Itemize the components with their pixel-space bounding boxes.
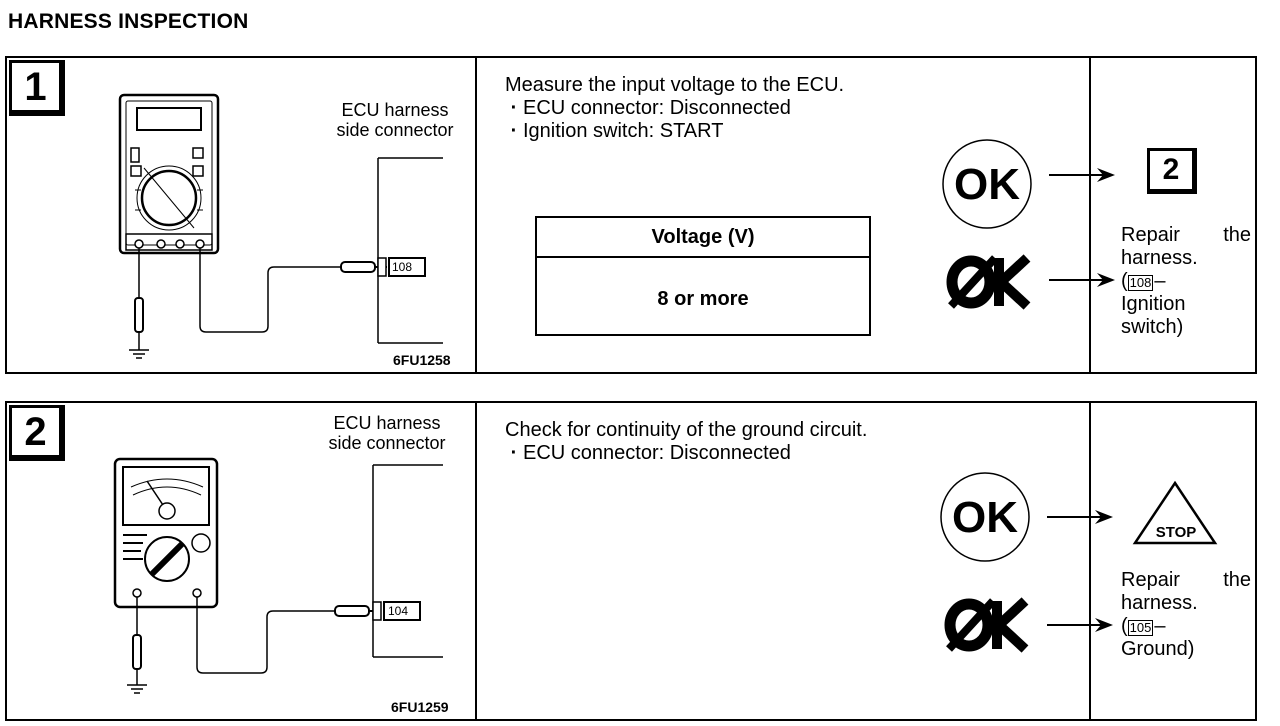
ok-icon: OK — [940, 472, 1030, 562]
bullet-item: Ignition switch: START — [505, 120, 885, 143]
step-number: 2 — [9, 405, 65, 461]
step-1-procedure: Measure the input voltage to the ECU. EC… — [477, 58, 1115, 372]
figure-code: 6FU1258 — [393, 352, 451, 368]
instruction-heading: Check for continuity of the ground circu… — [505, 419, 868, 441]
ok-icon: OK — [942, 139, 1032, 229]
inspection-step-1: 1 — [5, 56, 1257, 374]
table-header: Voltage (V) — [537, 218, 869, 258]
step-number: 1 — [9, 60, 65, 116]
figure-code: 6FU1259 — [391, 699, 449, 715]
instruction-text: Measure the input voltage to the ECU. EC… — [505, 74, 885, 143]
digital-multimeter-diagram — [118, 93, 443, 359]
instruction-text: Check for continuity of the ground circu… — [505, 419, 885, 465]
step-2-procedure: Check for continuity of the ground circu… — [477, 403, 1113, 719]
arrow-right-icon — [1047, 618, 1113, 632]
table-value: 8 or more — [657, 288, 749, 310]
bullet-item: ECU connector: Disconnected — [505, 442, 885, 465]
harness-label: ECU harness side connector — [336, 100, 454, 140]
arrow-right-icon — [1047, 510, 1113, 524]
ng-icon — [946, 254, 1031, 310]
ok-label: OK — [952, 493, 1018, 542]
connector-badge: 105 — [1127, 620, 1154, 636]
ng-icon — [944, 597, 1029, 653]
step-2-figure: 2 — [7, 403, 477, 719]
ok-label: OK — [954, 160, 1020, 209]
page-title: HARNESS INSPECTION — [8, 10, 249, 33]
next-step-link[interactable]: 2 — [1147, 148, 1197, 194]
connector-number: 104 — [388, 604, 409, 618]
harness-label: ECU harness side connector — [328, 413, 446, 453]
step-1-figure: 1 — [7, 58, 477, 372]
voltage-spec-table: Voltage (V) 8 or more — [535, 216, 871, 336]
arrow-right-icon — [1049, 273, 1115, 287]
connector-badge: 108 — [1127, 275, 1154, 291]
stop-label: STOP — [1156, 524, 1197, 541]
bullet-item: ECU connector: Disconnected — [505, 97, 885, 120]
stop-warning-icon[interactable]: STOP — [1131, 479, 1219, 549]
connector-number: 108 — [392, 260, 413, 274]
inspection-step-2: 2 — [5, 401, 1257, 721]
analog-multimeter-diagram — [113, 457, 443, 694]
arrow-right-icon — [1049, 168, 1115, 182]
instruction-heading: Measure the input voltage to the ECU. — [505, 74, 845, 96]
